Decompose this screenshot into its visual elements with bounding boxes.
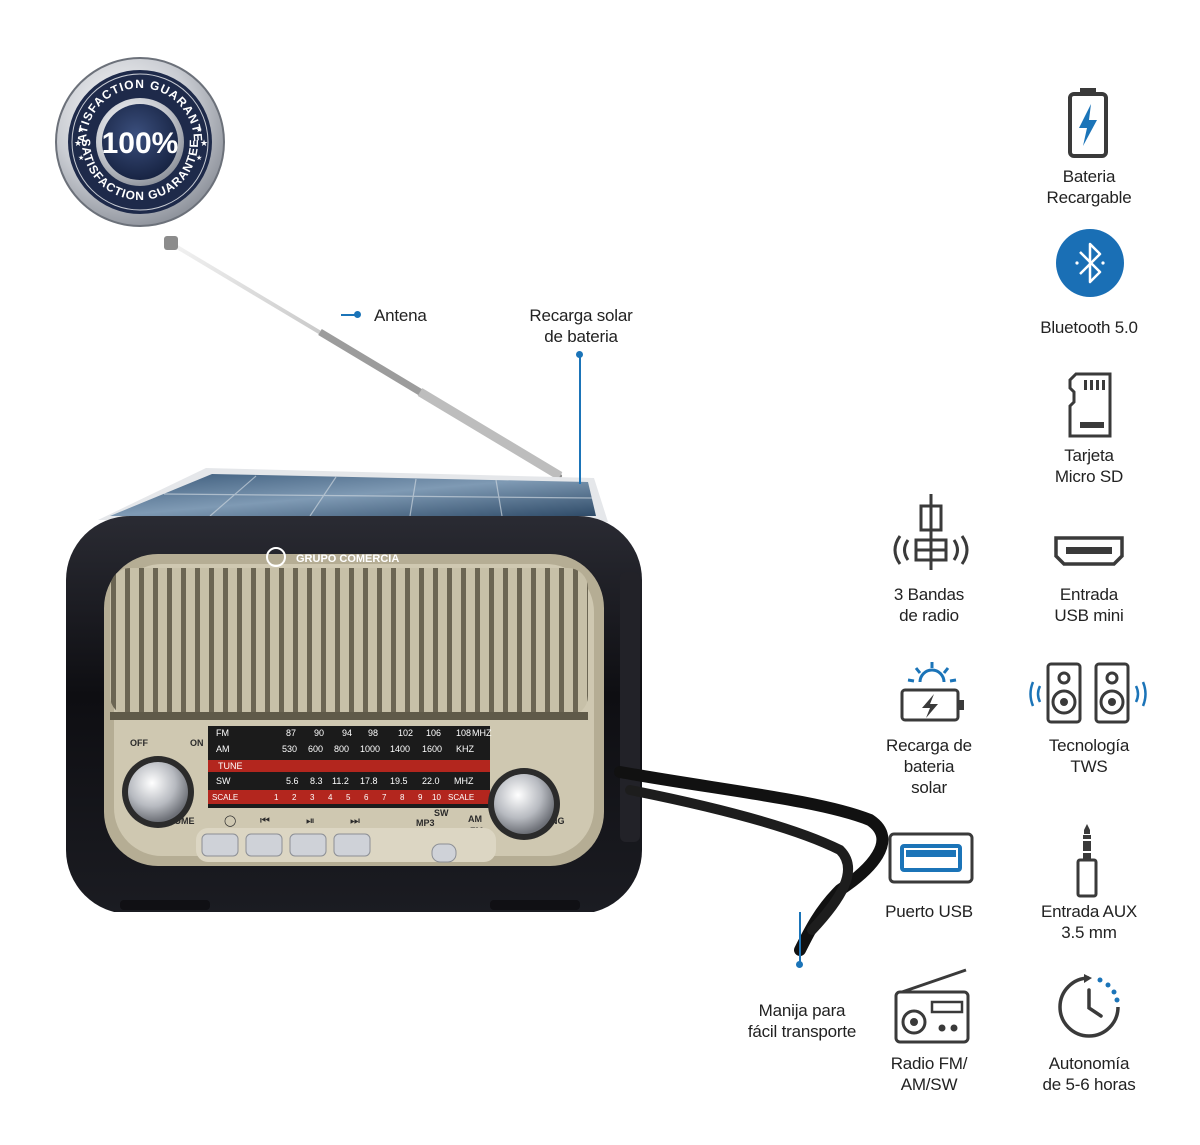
svg-text:⏭: ⏭ [350, 814, 360, 827]
svg-text:⏯: ⏯ [306, 814, 315, 827]
prev-button [245, 833, 283, 857]
svg-text:MHZ: MHZ [472, 728, 492, 738]
svg-text:★: ★ [196, 126, 202, 134]
svg-text:FM: FM [216, 728, 229, 738]
brand-logo: GRUPO COMERCIA [296, 553, 399, 565]
play-pause-button [289, 833, 327, 857]
svg-text:1400: 1400 [390, 744, 410, 754]
radio-illustration: GRUPO COMERCIA FM 87 90 94 98 102 106 10… [66, 236, 642, 914]
svg-text:8: 8 [400, 793, 405, 802]
aux-jack-icon [1076, 822, 1098, 898]
media-control-symbols: ◯ ⏮ ⏯ ⏭ [224, 814, 360, 827]
svg-text:94: 94 [342, 728, 352, 738]
svg-text:5: 5 [346, 793, 351, 802]
callout-solar: Recarga solar de bateria [529, 306, 633, 346]
svg-text:7: 7 [382, 793, 387, 802]
feature-radio-label: Radio FM/AM/SW [890, 1054, 968, 1094]
svg-text:2: 2 [292, 793, 297, 802]
svg-text:1600: 1600 [422, 744, 442, 754]
svg-text:⏮: ⏮ [260, 814, 270, 827]
speakers-icon [1028, 662, 1148, 724]
svg-text:★: ★ [78, 154, 84, 162]
svg-text:22.0: 22.0 [422, 776, 440, 786]
svg-text:AM: AM [216, 744, 230, 754]
svg-text:SCALE: SCALE [212, 793, 238, 802]
badge-seal-icon: SATISFACTION GUARANTEE SATISFACTION GUAR… [49, 45, 225, 227]
svg-text:3: 3 [310, 793, 315, 802]
svg-text:9: 9 [418, 793, 423, 802]
feature-usb-label: Puerto USB [885, 902, 973, 921]
svg-text:6: 6 [364, 793, 369, 802]
svg-text:★: ★ [196, 154, 202, 162]
svg-text:1: 1 [274, 793, 279, 802]
radio-product: GRUPO COMERCIA FM 87 90 94 98 102 106 10… [60, 232, 660, 914]
svg-text:8.3: 8.3 [310, 776, 323, 786]
svg-text:SW: SW [216, 776, 231, 786]
svg-text:◯: ◯ [224, 814, 236, 827]
antenna [164, 236, 563, 480]
svg-text:5.6: 5.6 [286, 776, 299, 786]
svg-text:106: 106 [426, 728, 441, 738]
svg-text:102: 102 [398, 728, 413, 738]
solar-battery-icon [898, 660, 966, 724]
svg-text:17.8: 17.8 [360, 776, 378, 786]
satisfaction-badge: SATISFACTION GUARANTEE SATISFACTION GUAR… [49, 45, 226, 228]
bluetooth-icon [1055, 228, 1125, 298]
antenna-waves-icon [886, 492, 976, 572]
mode-mp3-label: MP3 [416, 818, 435, 828]
svg-text:SCALE: SCALE [448, 793, 474, 802]
carry-strap [600, 760, 900, 960]
mode-button [201, 833, 239, 857]
tuning-knob [488, 768, 560, 840]
off-label: OFF [130, 738, 148, 748]
mode-switch [431, 843, 457, 863]
callout-antenna: Antena [374, 306, 427, 325]
svg-text:MHZ: MHZ [454, 776, 474, 786]
solar-panel [98, 468, 608, 522]
svg-text:★: ★ [200, 138, 208, 148]
svg-text:1000: 1000 [360, 744, 380, 754]
svg-text:90: 90 [314, 728, 324, 738]
radio-icon [892, 968, 972, 1044]
svg-text:11.2: 11.2 [332, 776, 349, 786]
battery-bolt-icon [1066, 86, 1110, 160]
usb-mini-port-icon [1054, 536, 1124, 566]
mode-sw-label: SW [434, 808, 449, 818]
usb-port-icon [888, 832, 974, 884]
microsd-icon [1066, 372, 1114, 438]
badge-center-text: 100% [102, 127, 179, 160]
svg-text:10: 10 [432, 793, 441, 802]
on-label: ON [190, 738, 204, 748]
svg-text:87: 87 [286, 728, 296, 738]
dial-scale: FM 87 90 94 98 102 106 108 MHZ AM 530 60… [212, 728, 492, 802]
svg-text:800: 800 [334, 744, 349, 754]
svg-text:600: 600 [308, 744, 323, 754]
svg-text:KHZ: KHZ [456, 744, 475, 754]
clock-icon [1054, 972, 1124, 1042]
svg-text:★: ★ [78, 126, 84, 134]
svg-text:108: 108 [456, 728, 471, 738]
feature-bluetooth-label: Bluetooth 5.0 [1040, 318, 1138, 337]
next-button [333, 833, 371, 857]
svg-text:19.5: 19.5 [390, 776, 408, 786]
svg-text:98: 98 [368, 728, 378, 738]
callout-handle: Manija para fácil transporte [747, 1001, 857, 1041]
svg-text:★: ★ [74, 138, 82, 148]
svg-text:4: 4 [328, 793, 333, 802]
volume-knob [122, 756, 194, 828]
svg-text:530: 530 [282, 744, 297, 754]
svg-text:TUNE: TUNE [218, 761, 243, 771]
speaker-grille [110, 568, 588, 716]
mode-am-label: AM [468, 814, 482, 824]
